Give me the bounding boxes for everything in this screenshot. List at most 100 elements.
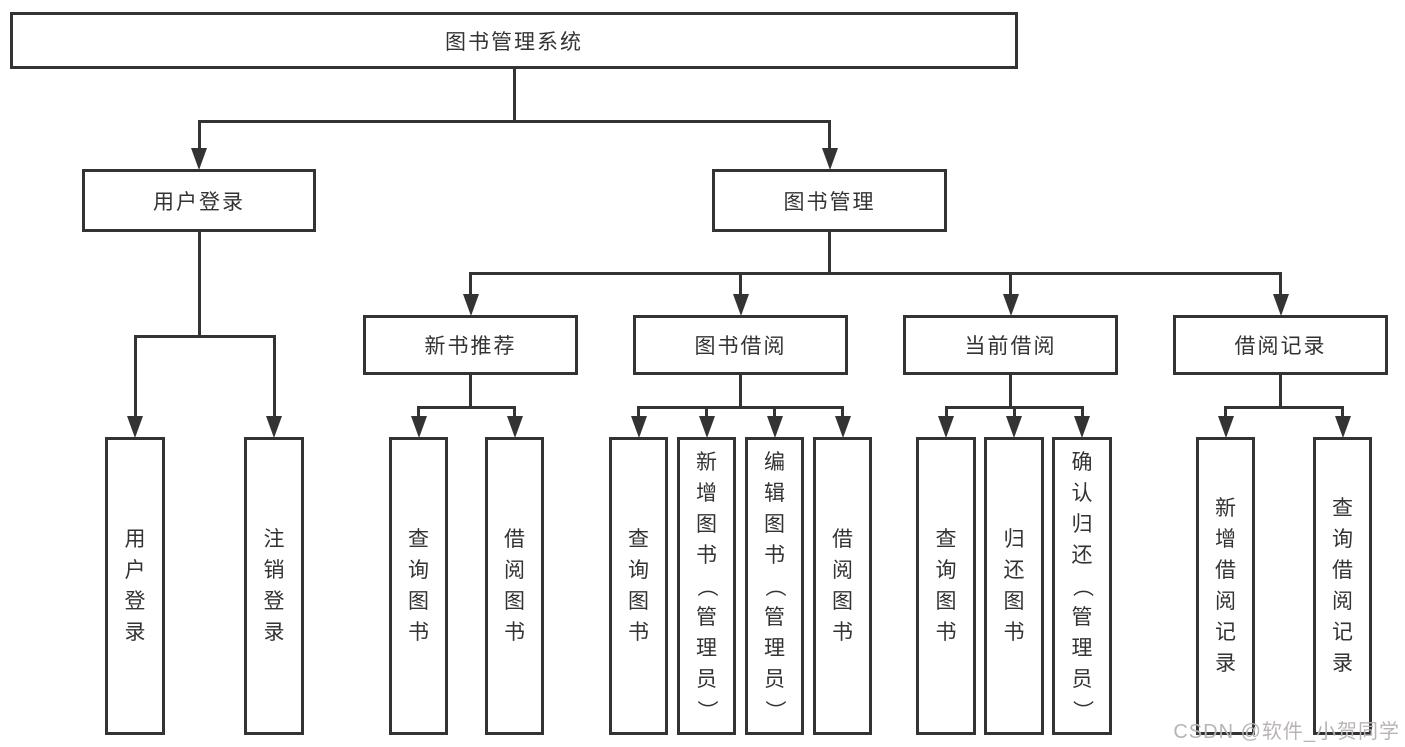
- node-label-char: 理: [696, 636, 717, 660]
- node-rec-borrow: 借阅图书: [485, 437, 544, 735]
- arrowhead-down-icon: [191, 148, 207, 170]
- node-login: 用户登录: [82, 169, 316, 232]
- node-label: 图书管理: [783, 190, 876, 214]
- node-label-char: 认: [1071, 481, 1093, 505]
- node-label-char: ）: [763, 699, 786, 721]
- arrowhead-down-icon: [821, 148, 838, 170]
- node-label-char: 查: [935, 528, 957, 551]
- arrowhead-down-icon: [1074, 416, 1090, 438]
- node-label-char: 询: [935, 559, 957, 582]
- connector-bus: [417, 406, 516, 409]
- node-label-char: 书: [696, 543, 717, 567]
- node-label-char: 理: [764, 636, 785, 660]
- connector-bus: [637, 406, 844, 409]
- node-label-char: 新: [1215, 497, 1236, 520]
- connector-stem: [705, 406, 708, 419]
- node-label-char: 询: [1332, 528, 1353, 551]
- connector-bus: [133, 335, 276, 338]
- node-label-char: （: [763, 575, 786, 597]
- node-mgmt: 图书管理: [712, 169, 947, 232]
- node-label-char: 增: [1215, 528, 1236, 551]
- connector-stem: [417, 406, 420, 419]
- node-label-char: 询: [408, 559, 429, 582]
- node-record: 借阅记录: [1173, 315, 1388, 375]
- connector-stem: [739, 272, 742, 297]
- node-borrow: 图书借阅: [633, 315, 848, 375]
- connector-stem: [773, 406, 776, 419]
- node-label-char: 用: [124, 528, 146, 551]
- node-label-char: 理: [1071, 636, 1093, 660]
- node-borrow-edit: 编辑图书（管理员）: [745, 437, 804, 735]
- arrowhead-down-icon: [1217, 416, 1234, 438]
- node-label-char: 户: [124, 559, 146, 582]
- node-rec-query: 查询图书: [389, 437, 448, 735]
- node-label-char: 询: [628, 559, 649, 582]
- node-label-char: ）: [695, 699, 718, 721]
- node-login-user: 用户登录: [105, 437, 165, 735]
- node-label-char: 查: [408, 528, 429, 551]
- node-label-char: 图: [504, 590, 525, 613]
- node-record-query: 查询借阅记录: [1313, 437, 1372, 735]
- node-label-char: 图: [696, 512, 717, 536]
- arrowhead-down-icon: [127, 416, 143, 438]
- connector-stem: [469, 375, 472, 409]
- connector-stem: [637, 406, 640, 419]
- node-label-char: 图: [935, 590, 957, 613]
- connector-bus: [1224, 406, 1344, 409]
- node-label-char: 销: [263, 559, 285, 582]
- node-label-char: 书: [1003, 621, 1025, 644]
- node-label-char: 书: [764, 543, 785, 567]
- node-label-char: 图: [408, 590, 429, 613]
- connector-stem: [469, 272, 472, 297]
- arrowhead-down-icon: [834, 416, 851, 438]
- node-label-char: 图: [628, 590, 649, 613]
- connector-stem: [197, 232, 201, 338]
- node-label-char: 员: [696, 667, 717, 691]
- node-label-char: 查: [1332, 497, 1353, 520]
- node-label-char: 归: [1003, 528, 1025, 551]
- connector-stem: [512, 69, 516, 123]
- node-label-char: 录: [124, 621, 146, 644]
- connector-stem: [133, 335, 137, 419]
- connector-stem: [1279, 272, 1282, 297]
- node-root: 图书管理系统: [10, 12, 1018, 69]
- node-label-char: 增: [696, 481, 717, 505]
- node-label-char: 查: [628, 528, 649, 551]
- node-label-char: 录: [1332, 652, 1353, 675]
- node-label-char: 书: [935, 621, 957, 644]
- arrowhead-down-icon: [1272, 294, 1289, 316]
- node-label-char: 管: [764, 605, 785, 629]
- node-label-char: 录: [263, 621, 285, 644]
- csdn-watermark: CSDN @软件_小贺同学: [1173, 721, 1400, 743]
- node-borrow-lend: 借阅图书: [813, 437, 872, 735]
- node-label-char: 阅: [1332, 590, 1353, 613]
- node-label: 新书推荐: [424, 335, 517, 358]
- connector-stem: [1080, 406, 1084, 419]
- connector-stem: [513, 406, 516, 419]
- node-label: 用户登录: [153, 190, 245, 214]
- node-label-char: 图: [1003, 590, 1025, 613]
- connector-stem: [1009, 375, 1012, 409]
- node-label-char: 借: [832, 528, 853, 551]
- connector-stem: [828, 120, 831, 151]
- node-label-char: 书: [628, 621, 649, 644]
- node-label-char: 图: [832, 590, 853, 613]
- node-label-char: 新: [696, 450, 717, 474]
- node-rec: 新书推荐: [363, 315, 578, 375]
- connector-stem: [197, 120, 201, 151]
- arrowhead-down-icon: [732, 294, 749, 316]
- arrowhead-down-icon: [506, 416, 523, 438]
- arrowhead-down-icon: [1002, 294, 1019, 316]
- node-label-char: 书: [408, 621, 429, 644]
- connector-stem: [841, 406, 844, 419]
- node-label-char: 编: [764, 450, 785, 474]
- node-login-logout: 注销登录: [244, 437, 304, 735]
- node-label-char: （: [1070, 575, 1094, 597]
- node-label-char: 注: [263, 528, 285, 551]
- node-label-char: 管: [696, 605, 717, 629]
- connector-stem: [828, 232, 831, 275]
- arrowhead-down-icon: [766, 416, 783, 438]
- node-label-char: 书: [832, 621, 853, 644]
- arrowhead-down-icon: [266, 416, 282, 438]
